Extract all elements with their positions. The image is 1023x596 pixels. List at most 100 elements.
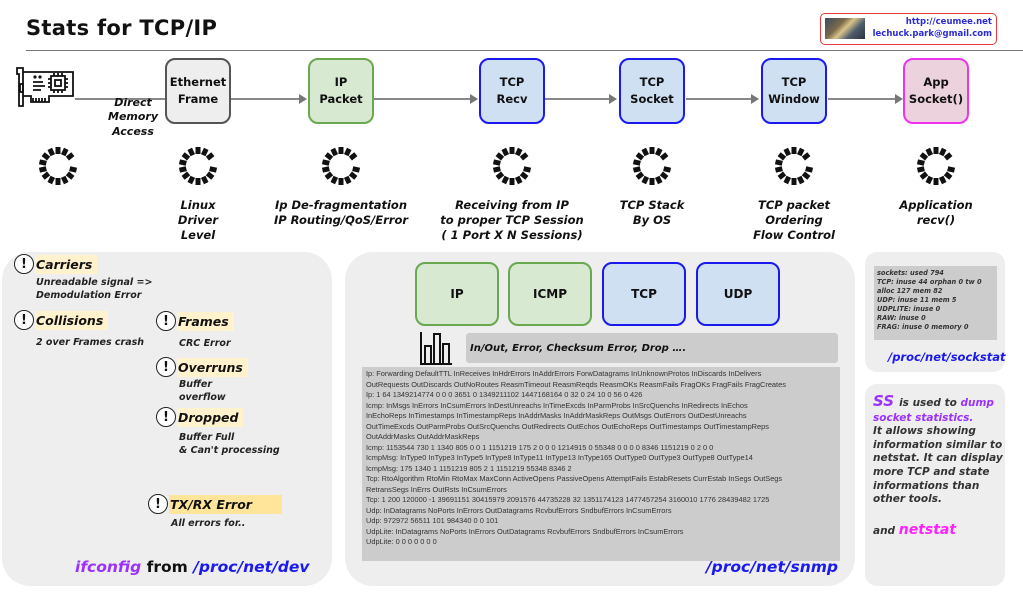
stage-app-socket[interactable]: App Socket(): [903, 58, 969, 124]
spinner-segment: [774, 159, 783, 166]
flow-connector: [545, 98, 611, 100]
spinner-segment: [805, 159, 813, 165]
spinner-segment: [523, 166, 532, 173]
spinner-segment: [933, 178, 939, 185]
spinner-segment: [519, 152, 529, 161]
contact-url-link[interactable]: http://ceumee.net: [905, 17, 992, 27]
spinner-segment: [791, 147, 797, 154]
warning-icon: !: [156, 357, 176, 377]
spinner-segment: [492, 159, 501, 166]
spinner-segment: [514, 147, 523, 157]
warning-icon: !: [14, 254, 34, 274]
stage-ip-packet[interactable]: IP Packet: [308, 58, 374, 124]
snmp-line: OutAddrMasks OutAddrMaskReps: [366, 432, 480, 441]
spinner-segment: [919, 171, 929, 180]
flow-connector: [828, 98, 897, 100]
spinner-segment: [654, 147, 663, 157]
spinner-segment: [632, 166, 641, 173]
error-name: Collisions: [35, 310, 109, 330]
error-item-dropped: ! Dropped: [156, 407, 244, 427]
spinner-segment: [501, 147, 510, 157]
stage-tcp-recv[interactable]: TCP Recv: [479, 58, 545, 124]
spinner-segment: [916, 166, 925, 173]
ifconfig-source-label: ifconfig from /proc/net/dev: [75, 558, 309, 576]
flow-connector: [231, 98, 300, 100]
spinner-segment: [774, 166, 783, 173]
arrow-right-icon: [751, 94, 759, 104]
proc-net-sockstat-path: /proc/net/sockstat: [888, 350, 1006, 364]
spinner-segment: [783, 175, 792, 185]
warning-icon: !: [148, 494, 168, 514]
spinner-segment: [495, 171, 505, 180]
spinner-segment: [352, 159, 360, 165]
protocol-udp[interactable]: UDP: [696, 262, 780, 326]
spinner-segment: [41, 152, 51, 161]
stage-ethernet-frame[interactable]: Ethernet Frame: [165, 58, 231, 124]
loading-spinner-icon: [916, 147, 956, 185]
arrow-right-icon: [895, 94, 903, 104]
snmp-line: Tcp: RtoAlgorithm RtoMin RtoMax MaxConn …: [366, 474, 783, 483]
protocol-tcp[interactable]: TCP: [602, 262, 686, 326]
bar-chart-icon: [420, 332, 452, 365]
spinner-segment: [919, 152, 929, 161]
spinner-segment: [352, 166, 361, 173]
snmp-line: Tcp: 1 200 120000 -1 39691151 30415979 2…: [366, 495, 770, 504]
sockstat-line: alloc 127 mem 82: [877, 287, 943, 295]
sockstat-output: sockets: used 794 TCP: inuse 44 orphan 0…: [874, 266, 997, 340]
spinner-segment: [933, 147, 939, 154]
spinner-segment: [654, 175, 663, 185]
snmp-output: Ip: Forwarding DefaultTTL InReceives InH…: [362, 367, 840, 561]
error-name: Overruns: [177, 357, 248, 377]
snmp-line: Icmp: InMsgs InErrors InCsumErrors InDes…: [366, 400, 748, 410]
spinner-segment: [60, 175, 69, 185]
snmp-line: IcmpMsg: InType0 InType3 InType5 InType8…: [366, 453, 753, 462]
spinner-segment: [200, 175, 209, 185]
error-description: Unreadable signal => Demodulation Error: [36, 277, 153, 301]
spinner-segment: [938, 147, 947, 157]
spinner-segment: [209, 159, 217, 165]
network-card-icon: [16, 67, 74, 107]
snmp-line: Udp: InDatagrams NoPorts InErrors OutDat…: [366, 505, 672, 515]
counter-summary: In/Out, Error, Checksum Error, Drop ….: [466, 333, 838, 363]
spinner-segment: [783, 147, 792, 157]
error-description: Buffer Full & Can't processing: [179, 432, 280, 456]
stage-description: TCP packet Ordering Flow Control: [753, 198, 835, 242]
error-item-overruns: ! Overruns: [156, 357, 248, 377]
spinner-segment: [519, 171, 529, 180]
protocol-icmp[interactable]: ICMP: [508, 262, 592, 326]
ss-intro: is used to: [899, 397, 961, 409]
spinner-segment: [801, 152, 811, 161]
spinner-segment: [649, 147, 655, 154]
snmp-line: Ip: 1 64 1349214774 0 0 0 3651 0 1349211…: [366, 390, 643, 399]
arrow-right-icon: [470, 94, 478, 104]
and-label: and: [873, 524, 899, 537]
spinner-segment: [348, 171, 358, 180]
protocol-ip[interactable]: IP: [415, 262, 499, 326]
snmp-line: RetransSegs InErrs OutRsts InCsumErrors: [366, 484, 507, 494]
arrow-right-icon: [299, 94, 307, 104]
snmp-line: Ip: Forwarding DefaultTTL InReceives InH…: [366, 369, 762, 378]
spinner-segment: [205, 171, 215, 180]
stage-description: Receiving from IP to proper TCP Session …: [440, 198, 584, 242]
snmp-line: OutTimeExcds OutParmProbs OutSrcQuenchs …: [366, 421, 769, 431]
spinner-segment: [343, 147, 352, 157]
warning-icon: !: [14, 310, 34, 330]
spinner-segment: [181, 152, 191, 161]
sockstat-line: TCP: inuse 44 orphan 0 tw 0: [877, 278, 982, 286]
spinner-segment: [501, 175, 510, 185]
stage-description: Application recv(): [899, 198, 973, 227]
stage-tcp-socket[interactable]: TCP Socket: [619, 58, 685, 124]
snmp-line: IcmpMsg: 175 1340 1 1151219 805 2 1 1151…: [366, 463, 572, 473]
spinner-segment: [69, 166, 78, 173]
ss-netstat-line: and netstat: [873, 521, 1005, 539]
stage-tcp-window[interactable]: TCP Window: [761, 58, 827, 124]
loading-spinner-icon: [632, 147, 672, 185]
spinner-segment: [791, 178, 797, 185]
spinner-segment: [641, 147, 650, 157]
netstat-command: netstat: [898, 521, 957, 538]
proc-net-dev-path: /proc/net/dev: [193, 558, 310, 576]
contact-email-link[interactable]: lechuck.park@gmail.com: [872, 29, 992, 39]
warning-icon: !: [156, 407, 176, 427]
error-name: Carriers: [35, 254, 98, 274]
spinner-segment: [777, 171, 787, 180]
